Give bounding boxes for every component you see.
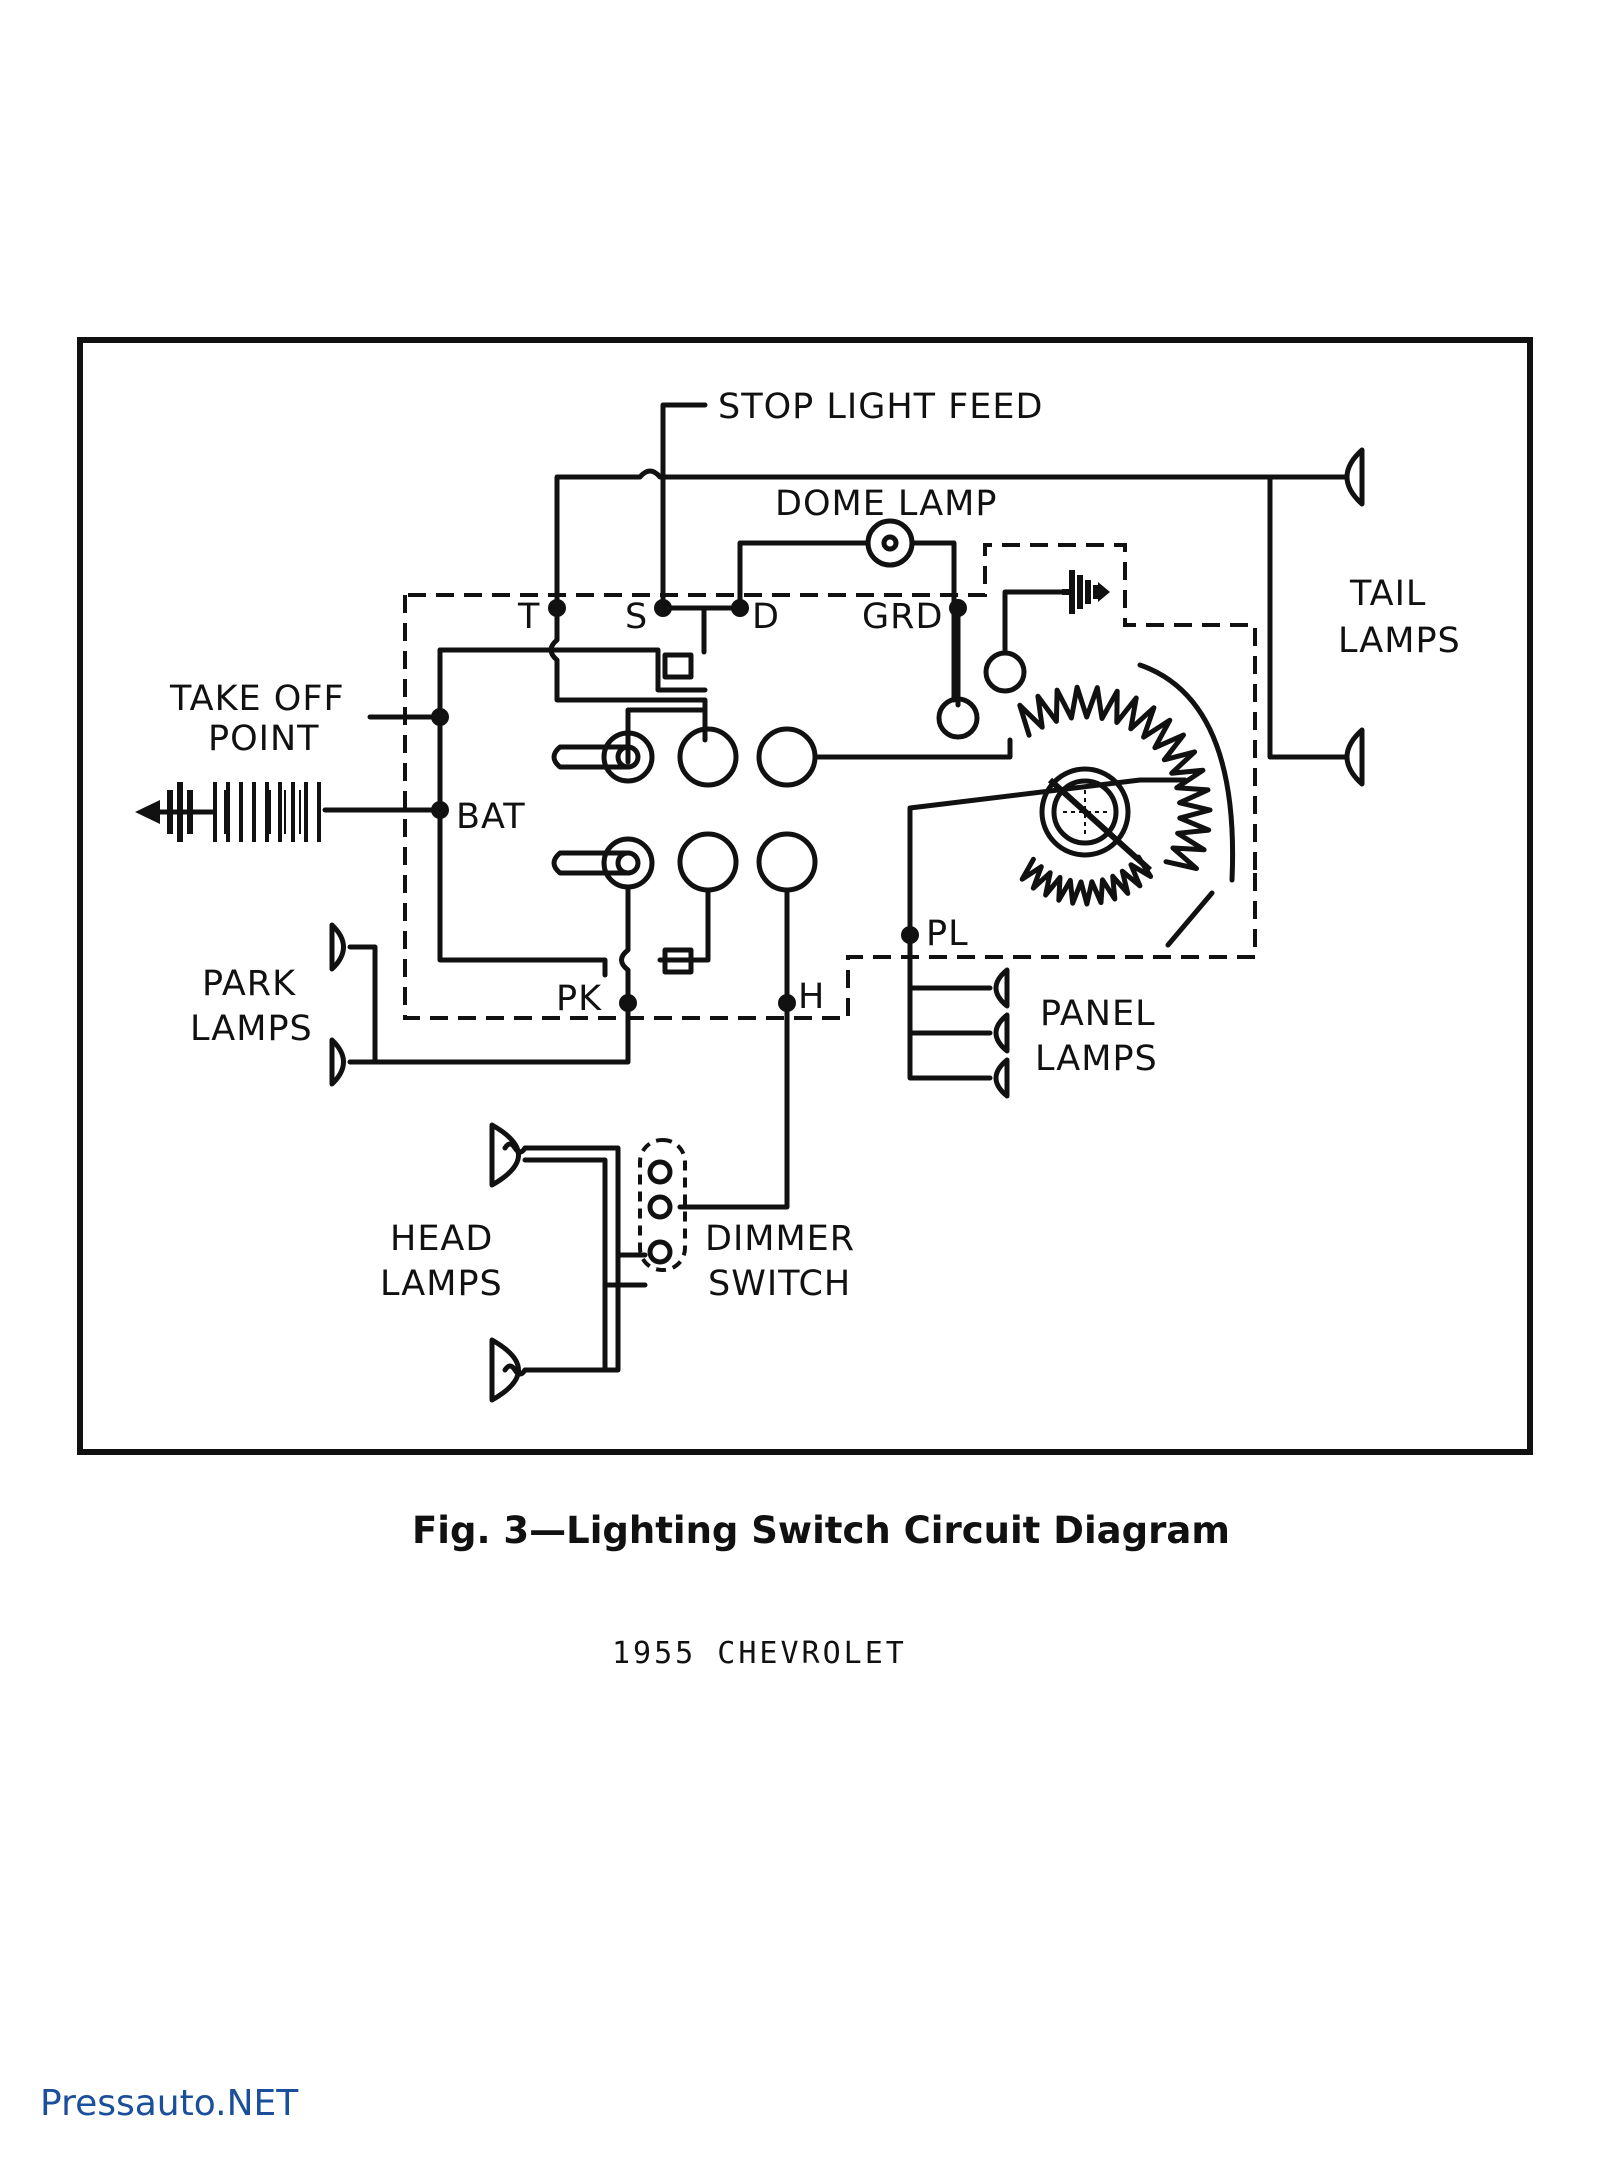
tail-lamps-label-2: LAMPS (1338, 621, 1461, 661)
park-lamps-label-1: PARK (202, 964, 296, 1004)
dome-lamp-label: DOME LAMP (775, 484, 998, 524)
terminal-pl-dot (901, 926, 919, 944)
head-lamp-icons (489, 1122, 528, 1403)
stop-light-feed-label: STOP LIGHT FEED (718, 387, 1043, 427)
take-off-point-label-1: TAKE OFF (169, 679, 345, 719)
terminal-h-label: H (798, 977, 825, 1017)
terminal-grd-dot (949, 599, 967, 617)
ground-icon (1062, 570, 1110, 614)
head-lamps-label-1: HEAD (390, 1219, 493, 1259)
switch-contacts (551, 589, 1065, 975)
watermark: Pressauto.NET (40, 2083, 299, 2124)
terminal-s-dot (654, 599, 672, 617)
diagram-frame (77, 337, 1533, 1455)
terminal-pk-label: PK (556, 979, 602, 1019)
figure-subtitle: 1955 CHEVROLET (612, 1636, 907, 1671)
terminal-grd-label: GRD (862, 597, 943, 637)
dimmer-switch-label-2: SWITCH (708, 1264, 851, 1304)
dimmer-switch-icon (638, 1138, 687, 1272)
terminal-d-dot (731, 599, 749, 617)
terminal-pl-label: PL (926, 914, 969, 954)
take-off-dot (431, 708, 449, 726)
terminal-pk-dot (619, 994, 637, 1012)
rheostat-icon (1017, 662, 1236, 907)
dimmer-switch-label-1: DIMMER (705, 1219, 855, 1259)
park-lamps-label-2: LAMPS (190, 1009, 313, 1049)
tail-lamp-icons (1342, 447, 1365, 787)
terminal-t-dot (548, 599, 566, 617)
park-lamp-icons (329, 922, 346, 1087)
take-off-point-label-2: POINT (208, 719, 320, 759)
terminal-s-label: S (625, 597, 648, 637)
head-lamps-label-2: LAMPS (380, 1264, 503, 1304)
battery-icon (135, 782, 321, 842)
terminal-d-label: D (752, 597, 780, 637)
panel-lamp-icons (993, 967, 1010, 1099)
terminal-bat-dot (431, 801, 449, 819)
terminal-bat-label: BAT (456, 797, 526, 837)
panel-lamps-label-1: PANEL (1040, 994, 1156, 1034)
figure-caption: Fig. 3—Lighting Switch Circuit Diagram (412, 1509, 1230, 1552)
dome-lamp-icon (865, 518, 915, 568)
terminal-t-label: T (517, 597, 540, 637)
tail-lamps-label-1: TAIL (1349, 574, 1426, 614)
switch-housing-outline (403, 543, 1257, 1020)
terminal-h-dot (778, 994, 796, 1012)
panel-lamps-label-2: LAMPS (1035, 1039, 1158, 1079)
junction-dots (431, 599, 967, 1012)
